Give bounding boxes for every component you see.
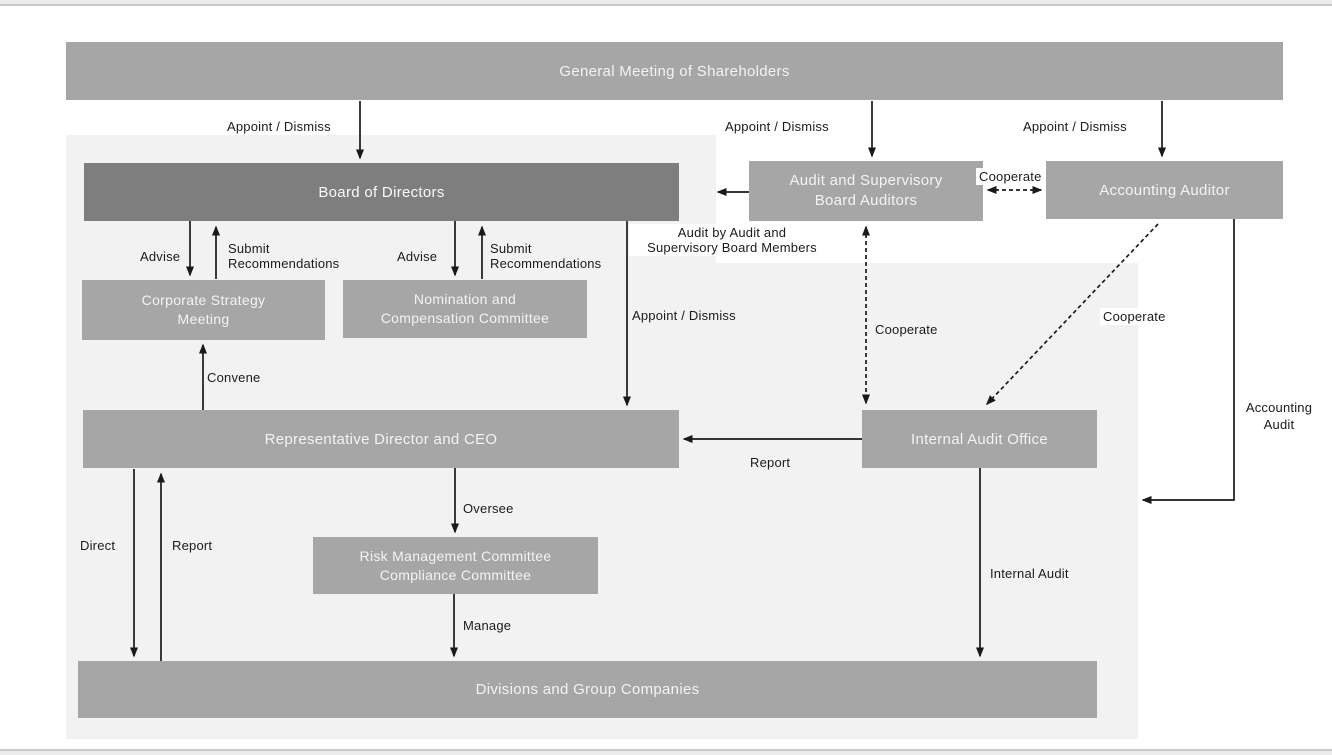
label-submit-recommendations-left: Submit Recommendations	[228, 241, 340, 271]
label-direct: Direct	[80, 538, 116, 553]
page-bottom-strip	[0, 751, 1332, 755]
label-oversee: Oversee	[463, 501, 514, 516]
label-manage: Manage	[463, 618, 512, 633]
arrow-accounting-audit	[1141, 218, 1235, 504]
node-representative-director-ceo: Representative Director and CEO	[83, 410, 679, 468]
label-accounting-audit: Accounting Audit	[1245, 400, 1313, 432]
node-internal-audit-office: Internal Audit Office	[862, 410, 1097, 468]
node-board-of-directors: Board of Directors	[84, 163, 679, 221]
label-cooperate-diagonal: Cooperate	[1100, 308, 1169, 325]
label-report-to-ceo: Report	[750, 455, 791, 470]
node-audit-supervisory-board: Audit and Supervisory Board Auditors	[749, 161, 983, 221]
label-cooperate-vertical: Cooperate	[875, 322, 938, 337]
label-appoint-dismiss-board: Appoint / Dismiss	[227, 119, 331, 134]
node-risk-compliance-committee: Risk Management Committee Compliance Com…	[313, 537, 598, 594]
node-accounting-auditor: Accounting Auditor	[1046, 161, 1283, 219]
label-convene: Convene	[207, 370, 261, 385]
page-top-border	[0, 0, 1332, 6]
label-appoint-dismiss-ceo: Appoint / Dismiss	[632, 308, 736, 323]
label-appoint-dismiss-accounting: Appoint / Dismiss	[1023, 119, 1127, 134]
node-divisions-group-companies: Divisions and Group Companies	[78, 661, 1097, 718]
label-report-up: Report	[172, 538, 213, 553]
label-advise-left: Advise	[140, 249, 181, 264]
label-appoint-dismiss-audit: Appoint / Dismiss	[725, 119, 829, 134]
page-bottom-border	[0, 749, 1332, 751]
label-advise-right: Advise	[397, 249, 438, 264]
node-corporate-strategy-meeting: Corporate Strategy Meeting	[82, 280, 325, 340]
node-nomination-compensation-committee: Nomination and Compensation Committee	[343, 280, 587, 338]
label-submit-recommendations-right: Submit Recommendations	[490, 241, 602, 271]
label-internal-audit: Internal Audit	[990, 566, 1069, 581]
label-audit-by-members: Audit by Audit and Supervisory Board Mem…	[629, 224, 835, 256]
label-cooperate-top: Cooperate	[976, 168, 1045, 185]
node-general-meeting: General Meeting of Shareholders	[66, 42, 1283, 100]
executive-panel-background	[66, 263, 1138, 739]
